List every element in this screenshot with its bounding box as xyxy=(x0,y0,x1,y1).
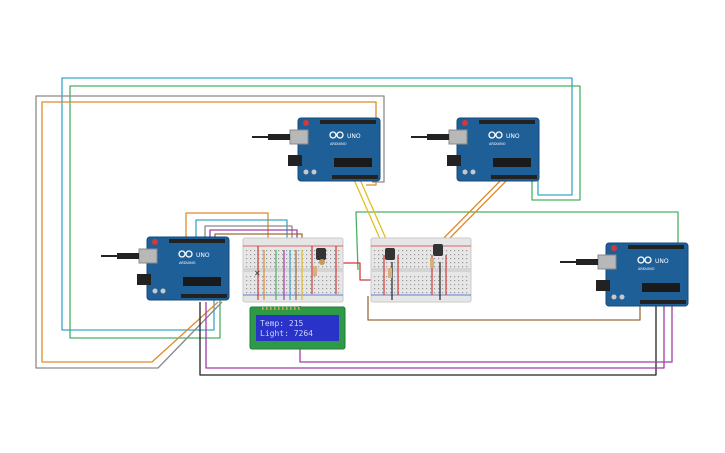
temperature-sensor-3[interactable] xyxy=(433,244,443,256)
breadboard-secondary xyxy=(370,237,472,303)
header-top xyxy=(320,120,376,124)
header-top xyxy=(628,245,684,249)
potentiometer-mark: ✕ xyxy=(254,269,261,278)
wire-purple-top[interactable] xyxy=(209,229,298,243)
board-label: UNO xyxy=(506,133,520,140)
photoresistor[interactable] xyxy=(319,259,325,265)
wire-black-long[interactable] xyxy=(199,302,657,376)
board-brand: ARDUINO xyxy=(179,261,196,265)
wire-orange-top[interactable] xyxy=(185,212,269,243)
wire-gray-long[interactable] xyxy=(35,95,385,369)
wire-yellow-2[interactable] xyxy=(357,174,391,249)
header-bottom xyxy=(332,175,378,179)
usb-port xyxy=(448,129,468,145)
usb-port xyxy=(138,248,158,264)
usb-cable-icon xyxy=(117,253,139,259)
usb-cable-icon xyxy=(268,134,290,140)
wire-green-right[interactable] xyxy=(355,211,679,271)
header-bottom xyxy=(491,175,537,179)
usb-port xyxy=(289,129,309,145)
wire-purple-long-2[interactable] xyxy=(299,304,673,363)
wire-purple-long[interactable] xyxy=(205,302,665,369)
microcontroller-chip xyxy=(642,283,680,292)
resistor-1[interactable] xyxy=(313,266,317,276)
board-brand: ARDUINO xyxy=(489,142,506,146)
lcd-display[interactable]: Temp: 215 Light: 7264 xyxy=(249,306,346,350)
board-brand: ARDUINO xyxy=(330,142,347,146)
header-bottom xyxy=(181,294,227,298)
header-top xyxy=(169,239,225,243)
components: ✕ xyxy=(254,244,443,278)
power-jack xyxy=(288,155,302,166)
wire-orange-diag-1[interactable] xyxy=(439,174,513,249)
temperature-sensor-2[interactable] xyxy=(385,248,395,260)
wire-yellow-1[interactable] xyxy=(351,174,385,249)
arduino-uno-main[interactable]: UNO ARDUINO xyxy=(101,236,230,301)
lcd-line-2: Light: 7264 xyxy=(260,329,313,338)
usb-port xyxy=(597,254,617,270)
arduino-uno-right[interactable]: UNO ARDUINO xyxy=(560,242,689,307)
wire-orange-diag-2[interactable] xyxy=(433,174,507,249)
reset-button[interactable] xyxy=(462,120,468,126)
usb-cable-icon xyxy=(427,134,449,140)
microcontroller-chip xyxy=(334,158,372,167)
temperature-sensor[interactable] xyxy=(316,248,326,260)
power-jack xyxy=(596,280,610,291)
arduino-uno-top-right[interactable]: UNO ARDUINO xyxy=(411,117,540,182)
header-bottom xyxy=(640,300,686,304)
reset-button[interactable] xyxy=(303,120,309,126)
wire-red-bridge[interactable] xyxy=(338,262,374,281)
board-label: UNO xyxy=(655,258,669,265)
board-label: UNO xyxy=(196,252,210,259)
lcd-screen xyxy=(256,315,339,341)
arduino-uno-top-left[interactable]: UNO ARDUINO xyxy=(252,117,381,182)
power-jack xyxy=(137,274,151,285)
wire-orange-long[interactable] xyxy=(41,101,377,363)
board-label: UNO xyxy=(347,133,361,140)
power-jack xyxy=(447,155,461,166)
reset-button[interactable] xyxy=(152,239,158,245)
wire-green-long[interactable] xyxy=(69,85,581,339)
header-top xyxy=(479,120,535,124)
microcontroller-chip xyxy=(493,158,531,167)
resistor-3[interactable] xyxy=(388,268,392,278)
usb-cable-icon xyxy=(576,259,598,265)
wire-cyan-long[interactable] xyxy=(61,77,573,331)
reset-button[interactable] xyxy=(611,245,617,251)
board-brand: ARDUINO xyxy=(638,267,655,271)
wire-brown-right[interactable] xyxy=(367,296,641,321)
wire-cyan-top[interactable] xyxy=(195,219,288,243)
resistor-2[interactable] xyxy=(430,258,434,268)
lcd-line-1: Temp: 215 xyxy=(260,319,304,328)
microcontroller-chip xyxy=(183,277,221,286)
